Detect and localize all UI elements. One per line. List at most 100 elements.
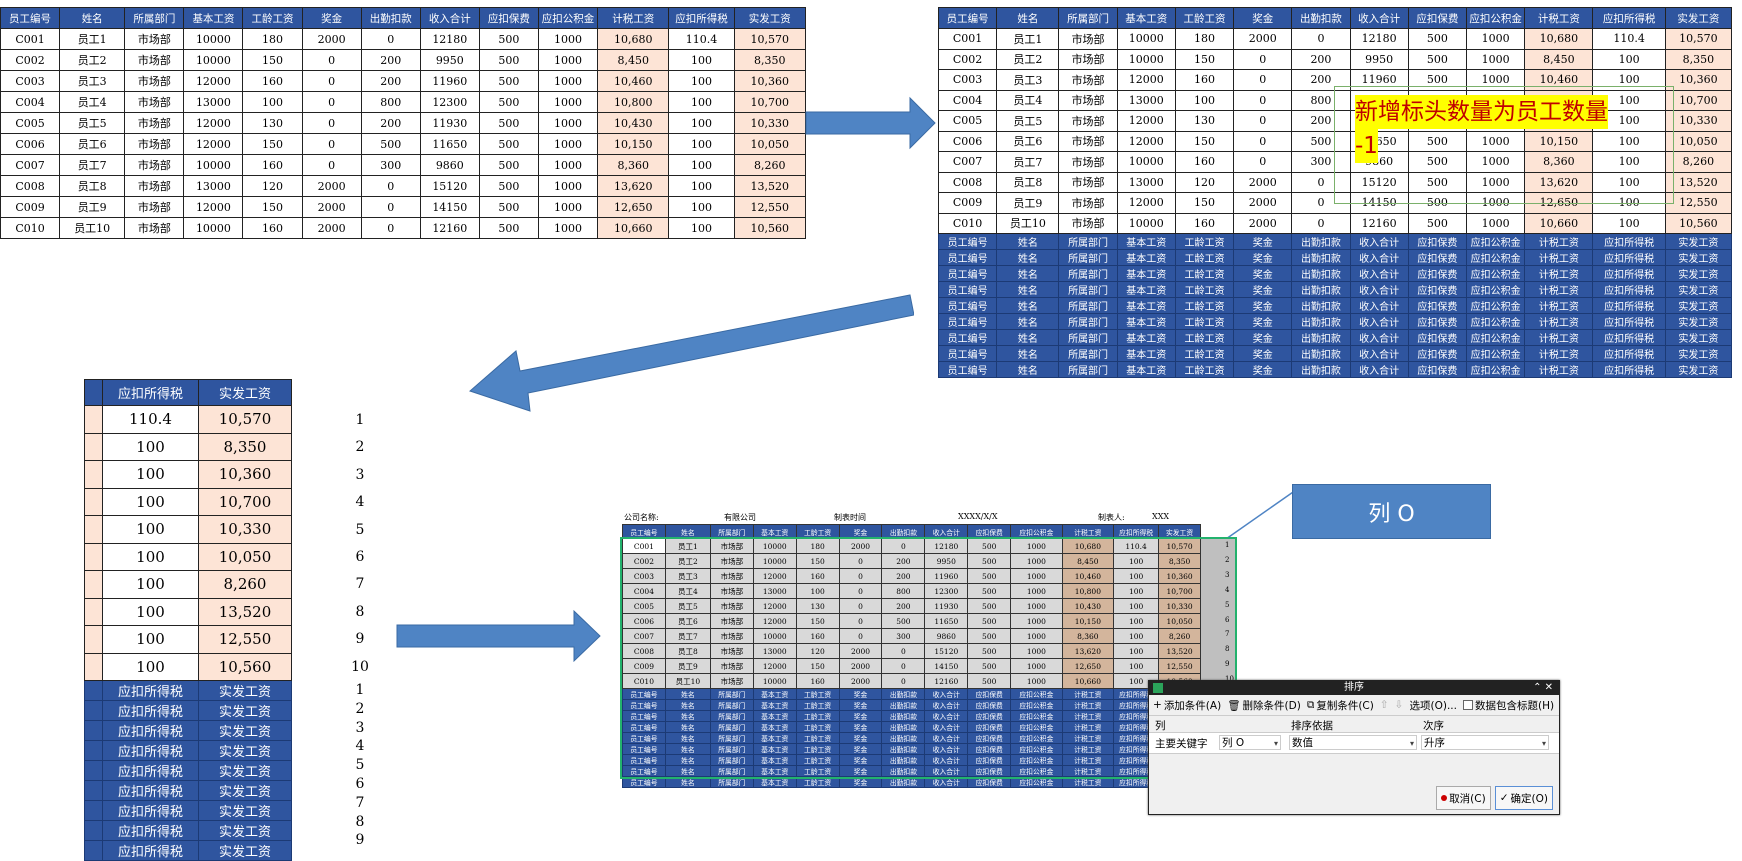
table-cell: 0: [301, 70, 362, 92]
options-button[interactable]: 选项(O)...: [1409, 699, 1457, 712]
has-header-checkbox[interactable]: 数据包含标题(H): [1462, 698, 1554, 713]
header-row: 员工编号姓名所属部门基本工资工龄工资奖金出勤扣款收入合计应扣保费应扣公积金计税工…: [937, 7, 1733, 29]
table-cell: 8,350: [733, 49, 807, 71]
table-cell: C009: [937, 192, 998, 214]
serial-number: 8: [355, 813, 365, 830]
serial-number: 7: [355, 576, 365, 593]
table-cell: 2000: [1233, 171, 1293, 193]
table-cell: 100: [242, 91, 303, 113]
table-cell: 0: [301, 112, 362, 134]
table-cell: 11960: [924, 568, 969, 584]
header-cell: 计税工资: [1061, 524, 1115, 539]
table-cell: 市场部: [709, 658, 754, 674]
table-cell: 市场部: [124, 196, 185, 218]
repeated-header-cell: 出勤扣款: [1291, 329, 1351, 346]
table-cell: 员工6: [996, 130, 1060, 152]
table-cell: 0: [1291, 28, 1351, 50]
table-cell: 100: [668, 196, 735, 218]
repeated-header-cell: 收入合计: [1349, 281, 1409, 298]
delete-condition-button[interactable]: 🗑删除条件(D): [1227, 698, 1301, 713]
repeated-header-cell: 员工编号: [937, 329, 998, 346]
sort-dialog: 排序 ⌃ ✕ +添加条件(A) 🗑删除条件(D) ⧉复制条件(C) ⇧ ⇩ 选项…: [1148, 680, 1560, 815]
window-controls[interactable]: ⌃ ✕: [1533, 682, 1553, 693]
repeated-header-cell: 员工编号: [937, 249, 998, 266]
header-cell: 基本工资: [1116, 7, 1176, 29]
table-cell: C002: [937, 48, 998, 70]
order-select[interactable]: 升序▾: [1421, 735, 1549, 750]
table-cell: 130: [1174, 110, 1235, 132]
table-cell: 13,520: [733, 175, 807, 197]
table-cell: 130: [795, 598, 840, 614]
column-select[interactable]: 列 O▾: [1219, 735, 1281, 750]
table-cell: 12000: [183, 196, 244, 218]
table-cell: 10,560: [1664, 212, 1733, 234]
repeated-header-cell: 姓名: [996, 361, 1060, 378]
table-cell: 300: [360, 154, 421, 176]
repeated-header-cell: 员工编号: [937, 345, 998, 362]
add-condition-button[interactable]: +添加条件(A): [1153, 698, 1221, 713]
table-cell: 300: [1291, 151, 1351, 173]
repeated-header-cell: 出勤扣款: [1291, 233, 1351, 250]
repeated-header-cell: 应扣所得税: [102, 760, 199, 781]
table-cell: 12160: [924, 673, 969, 689]
header-cell: 所属部门: [709, 524, 754, 539]
table-cell: 10,570: [1664, 28, 1733, 50]
table-cell: 100: [1113, 553, 1160, 569]
table-cell: 500: [1407, 212, 1467, 234]
arrow-right-top-icon: [805, 96, 936, 150]
table-cell: 1000: [537, 91, 599, 113]
repeated-header-cell: 所属部门: [1058, 249, 1118, 266]
table-cell: 0: [360, 196, 421, 218]
table-cell: 10,800: [597, 91, 670, 113]
repeated-header-cell: 出勤扣款: [1291, 249, 1351, 266]
table-cell: 0: [301, 154, 362, 176]
table-cell: 员工9: [996, 192, 1060, 214]
table-cell: 130: [242, 112, 303, 134]
column-select-value: 列 O: [1222, 737, 1245, 749]
ok-button[interactable]: ✓确定(O): [1494, 786, 1553, 810]
table-cell: 100: [1592, 171, 1666, 193]
table-cell: 市场部: [1058, 69, 1118, 91]
table-cell: 10000: [183, 49, 244, 71]
table-cell: 1000: [537, 49, 599, 71]
repeated-header-row: 员工编号姓名所属部门基本工资工龄工资奖金出勤扣款收入合计应扣保费应扣公积金计税工…: [937, 297, 1733, 314]
repeated-header-cell: 所属部门: [1058, 297, 1118, 314]
table-cell: 员工9: [664, 658, 711, 674]
table-cell: 0: [838, 583, 883, 599]
table-cell: C009: [622, 658, 666, 674]
table-cell: 1000: [1465, 28, 1526, 50]
serial-number: 9: [355, 631, 365, 648]
column-o-number: 4: [1225, 585, 1230, 594]
move-up-button[interactable]: ⇧: [1379, 699, 1389, 711]
copy-condition-button[interactable]: ⧉复制条件(C): [1307, 698, 1374, 713]
table-cell: 0: [360, 217, 421, 239]
header-cell: 奖金: [838, 524, 883, 539]
table-cell: 12160: [1349, 212, 1409, 234]
table-cell: C005: [0, 112, 61, 134]
table-cell: C008: [937, 171, 998, 193]
header-row: 员工编号姓名所属部门基本工资工龄工资奖金出勤扣款收入合计应扣保费应扣公积金计税工…: [0, 7, 807, 29]
table-cell: 100: [102, 597, 199, 626]
move-down-button[interactable]: ⇩: [1394, 699, 1404, 711]
serial-number: 6: [355, 549, 365, 565]
basis-select[interactable]: 数值▾: [1289, 735, 1417, 750]
repeated-header-cell: 姓名: [996, 345, 1060, 362]
table-cell: 110.4: [102, 405, 199, 434]
repeated-header-cell: 应扣保费: [1407, 265, 1467, 282]
table-cell: 2000: [838, 538, 883, 554]
cancel-button[interactable]: 取消(C): [1436, 786, 1491, 810]
repeated-header-cell: 出勤扣款: [1291, 281, 1351, 298]
sheet-meta-header: 公司名称: 有限公司 制表时间 XXXX/X/X 制表人: XXX: [622, 512, 1222, 524]
table-cell: 员工5: [59, 112, 126, 134]
repeated-header-cell: 实发工资: [1664, 265, 1733, 282]
repeated-header-cell: 员工编号: [937, 233, 998, 250]
repeated-header-cell: 奖金: [1233, 249, 1293, 266]
serial-number: 1: [355, 682, 365, 698]
table-cell: 员工10: [59, 217, 126, 239]
table-cell: 500: [478, 49, 539, 71]
table-cell: 500: [478, 70, 539, 92]
